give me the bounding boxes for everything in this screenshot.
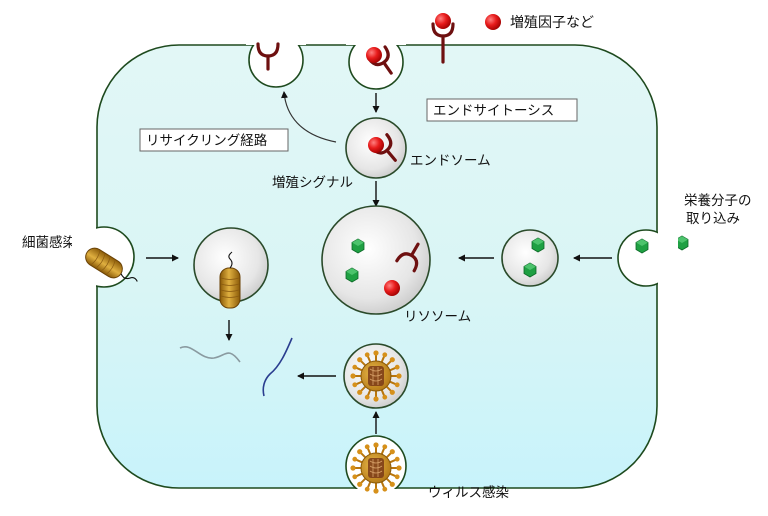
membrane-pit-endocytosis <box>346 26 406 90</box>
phagosome <box>193 227 269 309</box>
endocytosis-label: エンドサイトーシス <box>433 103 554 119</box>
growth-factor-ligand <box>366 47 382 63</box>
degraded-debris-blue <box>262 337 293 397</box>
growth-factor-legend-dot <box>485 14 501 30</box>
nutrient-label-line1: 栄養分子の <box>684 192 752 209</box>
recycling-arrow <box>281 91 337 143</box>
bacterium-outside <box>85 247 138 282</box>
degraded-debris-grey <box>179 345 241 363</box>
bacteria-label: 細菌感染 <box>22 234 76 251</box>
nutrient-label-line2: 取り込み <box>686 211 740 227</box>
membrane-pit-recycling <box>246 26 306 88</box>
nutrient-vesicle <box>501 229 559 287</box>
growth-signal-label: 増殖シグナル <box>272 174 353 191</box>
virus-label: ウィルス感染 <box>428 484 509 501</box>
virus-vesicle <box>343 343 409 409</box>
endocytosis-box <box>426 98 578 122</box>
growth-factor-label: 増殖因子など <box>510 14 594 31</box>
endosome <box>345 117 407 179</box>
endosome-label: エンドソーム <box>410 153 491 169</box>
lysosome <box>321 205 431 315</box>
recycling-label: リサイクリング経路 <box>146 133 268 149</box>
virus-entering <box>349 441 403 495</box>
growth-factor-receptor-outside <box>431 13 455 64</box>
membrane-pit-nutrient <box>617 226 678 290</box>
recycling-box <box>139 128 289 152</box>
lysosome-label: リソソーム <box>404 309 471 325</box>
